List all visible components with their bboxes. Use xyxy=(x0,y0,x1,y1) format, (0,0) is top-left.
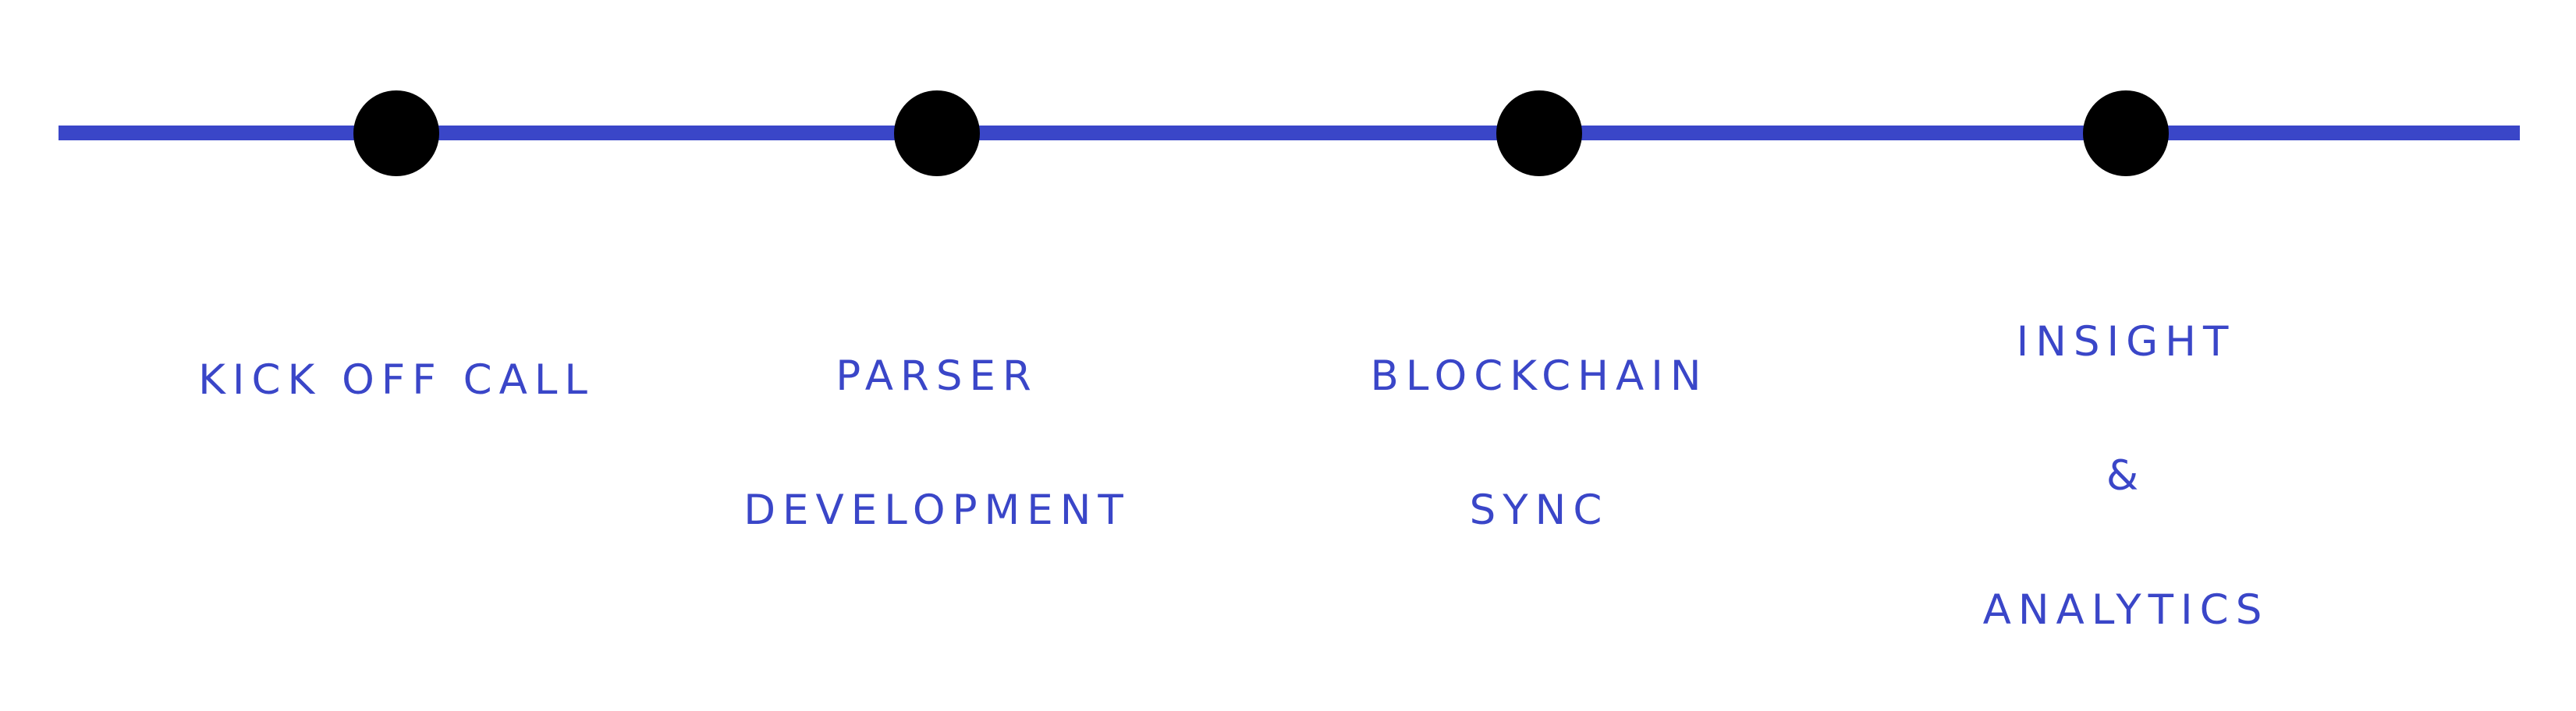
milestone-label-blockchain: BLOCKCHAIN SYNC xyxy=(1371,276,1708,611)
timeline-line xyxy=(59,126,2520,140)
milestone-label-line: BLOCKCHAIN xyxy=(1370,352,1708,400)
milestone-label-line: PARSER xyxy=(836,352,1038,400)
milestone-label-line: INSIGHT xyxy=(2016,318,2236,366)
milestone-label-insight: INSIGHT & ANALYTICS xyxy=(1983,242,2269,711)
milestone-label-line: ANALYTICS xyxy=(1982,586,2269,634)
milestone-label-kick-off: KICK OFF CALL xyxy=(198,280,594,481)
milestone-label-line: DEVELOPMENT xyxy=(743,486,1130,534)
timeline: KICK OFF CALL PARSER DEVELOPMENT BLOCKCH… xyxy=(59,90,2520,634)
milestone-dot-insight xyxy=(2083,90,2169,176)
milestone-dot-blockchain xyxy=(1496,90,1582,176)
milestone-dot-kick-off xyxy=(353,90,439,176)
milestone-label-line: KICK OFF CALL xyxy=(198,356,594,404)
milestone-dot-parser xyxy=(894,90,980,176)
milestone-label-line: & xyxy=(2106,452,2146,500)
milestone-label-line: SYNC xyxy=(1469,486,1609,534)
milestone-label-parser: PARSER DEVELOPMENT xyxy=(743,276,1130,611)
